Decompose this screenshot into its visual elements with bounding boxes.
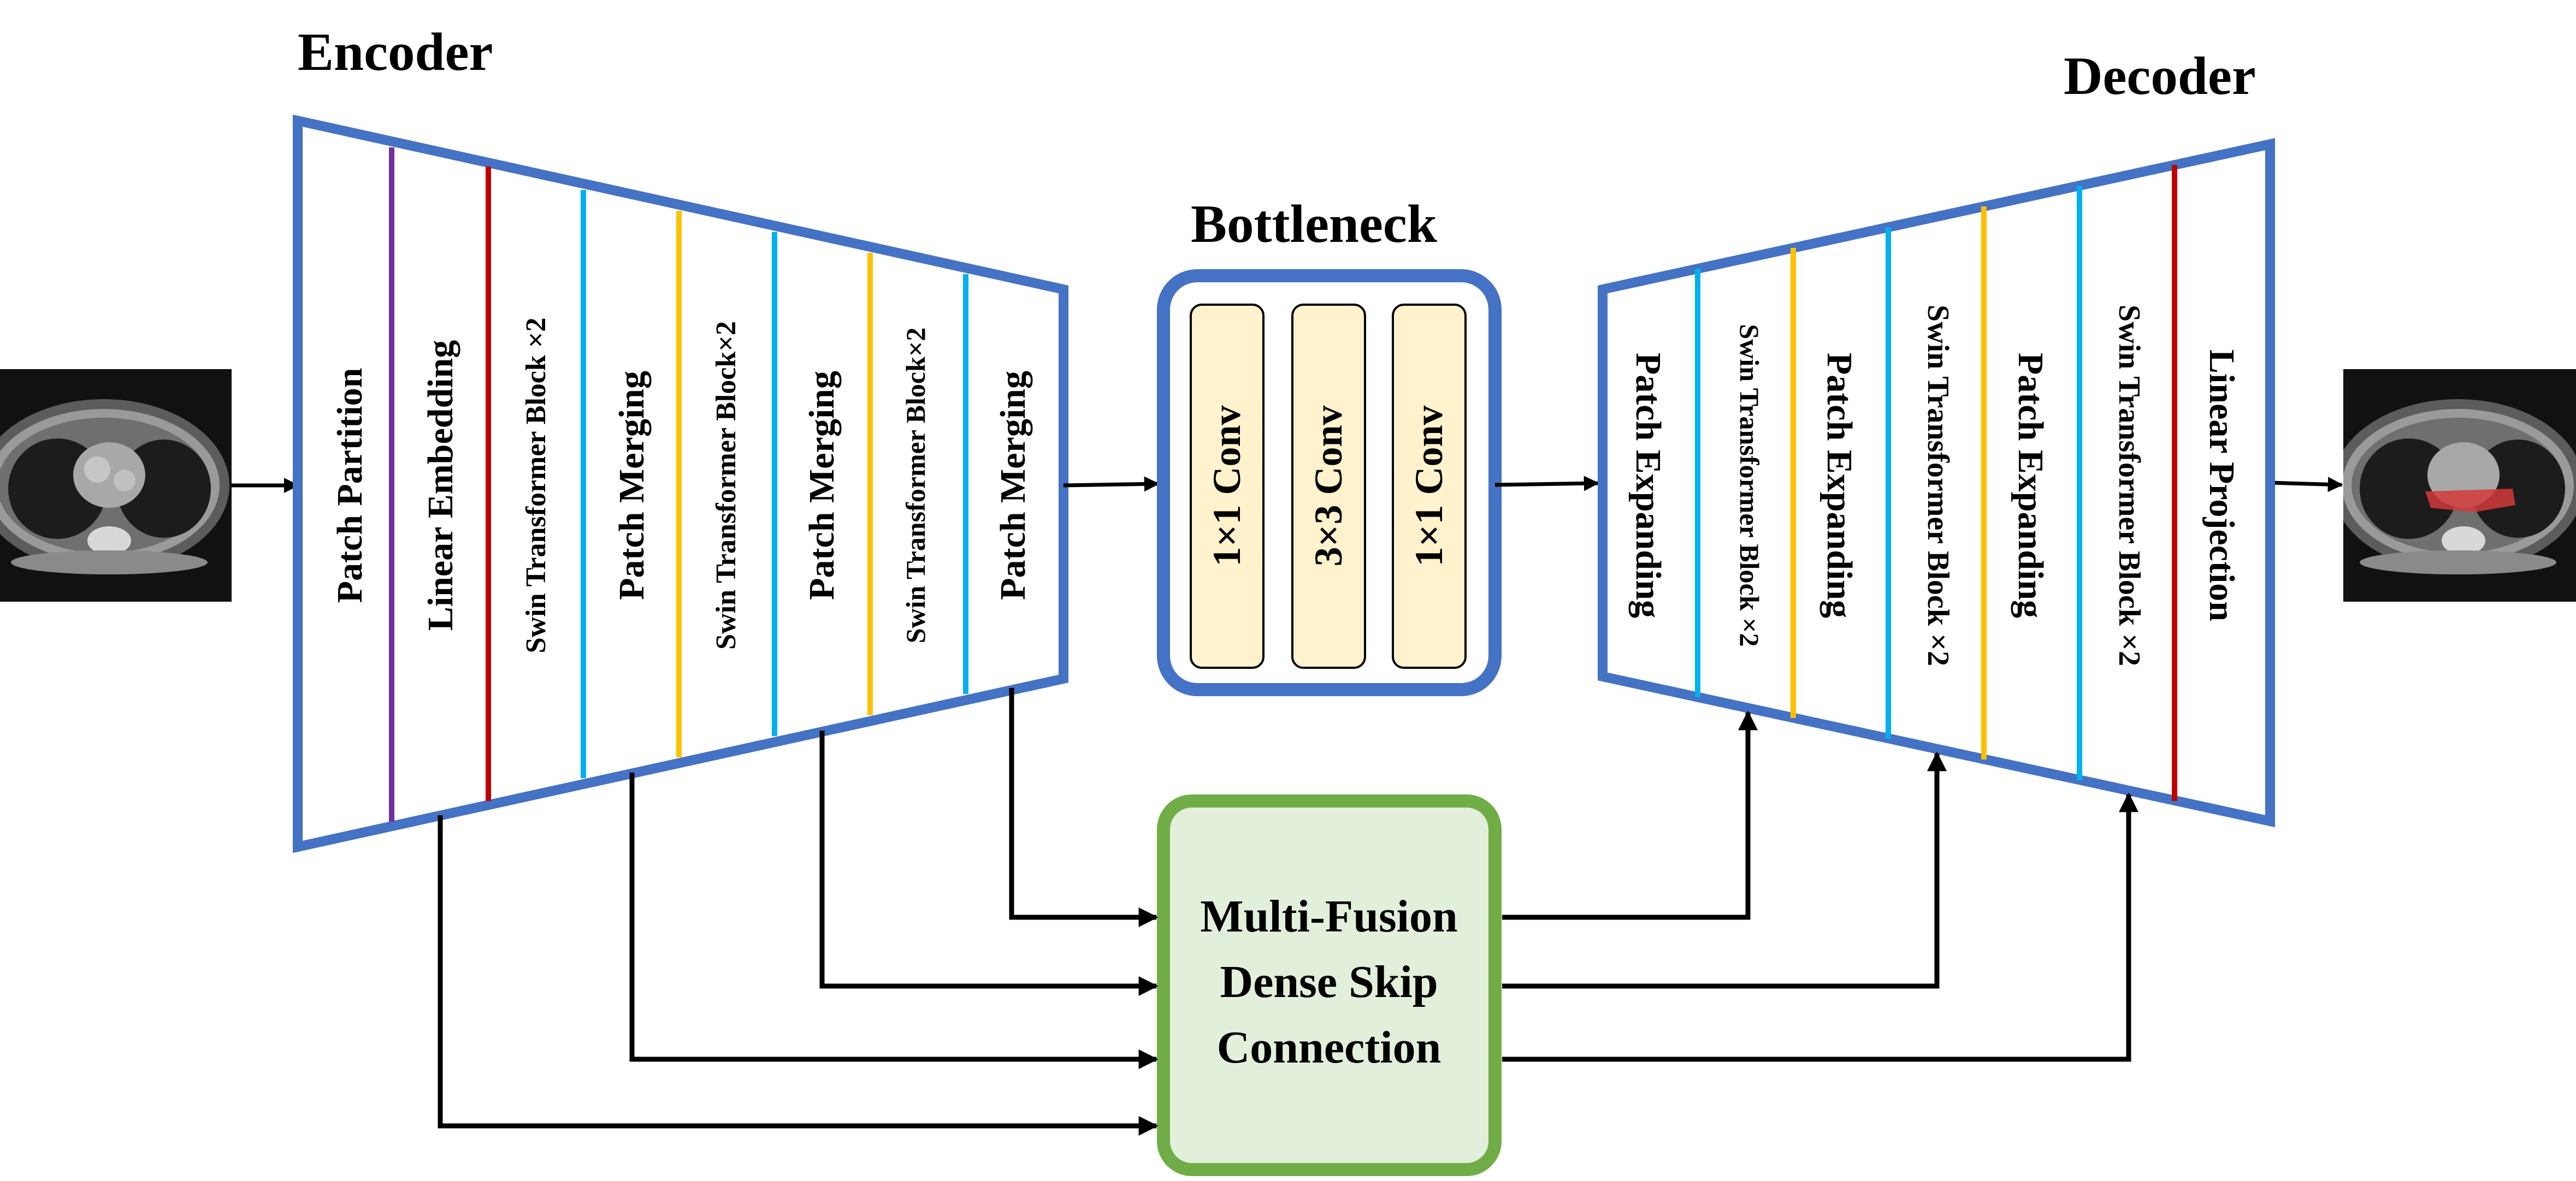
decoder-layer-patch-expanding-1: Patch Expanding <box>1628 353 1668 618</box>
skip-label-line-2: Dense Skip <box>1220 957 1438 1007</box>
encoder-layer-patch-merging-1: Patch Merging <box>612 371 652 600</box>
decoder-layer-patch-expanding-3: Patch Expanding <box>2011 353 2051 618</box>
output-arrow <box>2269 477 2343 492</box>
skip-label-line-1: Multi-Fusion <box>1200 891 1457 942</box>
decoder-block: Patch Expanding Swin Transformer Block ×… <box>1598 138 2275 828</box>
decoder-layer-swin-block-1: Swin Transformer Block ×2 <box>1734 324 1765 646</box>
skip-connector-1 <box>1009 688 1159 927</box>
decoder-connector-2 <box>1502 751 1947 989</box>
decoder-connector-1 <box>1502 710 1758 920</box>
bottleneck-title: Bottleneck <box>1191 194 1437 254</box>
skip-connection-block: Multi-Fusion Dense Skip Connection <box>1157 794 1502 1176</box>
encoder-layer-swin-block-3: Swin Transformer Block×2 <box>900 328 931 644</box>
skip-connector-3 <box>629 773 1159 1069</box>
conv-block-2 <box>1291 304 1366 669</box>
conv-label-1: 1×1 Conv <box>1205 405 1249 566</box>
bottleneck-to-decoder-arrow <box>1494 476 1599 491</box>
decoder-layer-swin-block-2: Swin Transformer Block ×2 <box>1921 305 1955 666</box>
encoder-block: Patch Partition Linear Embedding Swin Tr… <box>293 114 1068 853</box>
skip-connector-4 <box>438 815 1159 1136</box>
encoder-layer-swin-block-1: Swin Transformer Block ×2 <box>521 318 552 654</box>
conv-block-3 <box>1392 304 1467 669</box>
encoder-layer-swin-block-2: Swin Transformer Block×2 <box>711 321 742 650</box>
conv-label-2: 3×3 Conv <box>1307 405 1350 566</box>
encoder-layer-patch-partition: Patch Partition <box>330 368 370 603</box>
encoder-layer-patch-merging-3: Patch Merging <box>993 371 1033 600</box>
decoder-layer-linear-projection: Linear Projection <box>2202 349 2242 621</box>
encoder-skip-connectors <box>438 688 1159 1136</box>
bottleneck-block: 1×1 Conv 3×3 Conv 1×1 Conv <box>1157 269 1502 696</box>
segmentation-overlay <box>2425 489 2515 512</box>
encoder-layer-linear-embedding: Linear Embedding <box>421 340 460 631</box>
decoder-skip-connectors <box>1502 710 2138 1062</box>
conv-block-1 <box>1190 304 1265 669</box>
ct-scan-input-image <box>0 369 232 602</box>
encoder-to-bottleneck-arrow <box>1063 476 1160 492</box>
conv-label-3: 1×1 Conv <box>1407 405 1451 566</box>
decoder-connector-3 <box>1502 792 2138 1062</box>
decoder-title: Decoder <box>2064 46 2256 106</box>
skip-label-line-3: Connection <box>1217 1022 1441 1073</box>
skip-connector-2 <box>819 731 1159 996</box>
decoder-layer-swin-block-3: Swin Transformer Block ×2 <box>2112 305 2146 666</box>
encoder-title: Encoder <box>298 22 493 82</box>
decoder-layer-patch-expanding-2: Patch Expanding <box>1819 353 1859 618</box>
ct-scan-segmentation-output-image <box>2343 369 2576 602</box>
encoder-layer-patch-merging-2: Patch Merging <box>802 371 842 600</box>
